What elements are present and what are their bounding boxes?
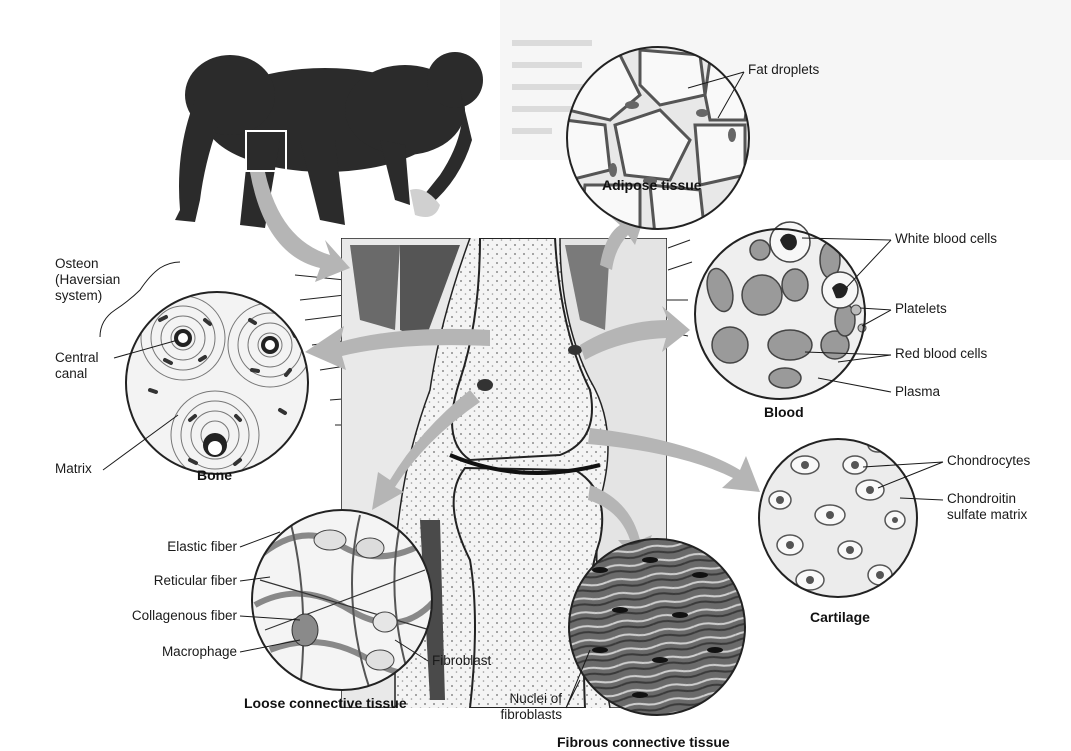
title-bone: Bone bbox=[197, 467, 232, 483]
title-blood: Blood bbox=[764, 404, 804, 420]
label-central-canal-line2: canal bbox=[55, 366, 99, 382]
label-white-blood-cells: White blood cells bbox=[895, 231, 997, 247]
label-central-canal-line1: Central bbox=[55, 350, 99, 366]
label-plasma: Plasma bbox=[895, 384, 940, 400]
label-osteon-line1: Osteon bbox=[55, 256, 120, 272]
label-chondroitin-line2: sulfate matrix bbox=[947, 507, 1027, 523]
label-fat-droplets: Fat droplets bbox=[748, 62, 819, 78]
label-matrix: Matrix bbox=[55, 461, 92, 477]
label-collagenous-fiber: Collagenous fiber bbox=[100, 608, 237, 624]
label-osteon-line3: system) bbox=[55, 288, 120, 304]
label-osteon-line2: (Haversian bbox=[55, 272, 120, 288]
title-fibrous-connective-tissue: Fibrous connective tissue bbox=[557, 734, 730, 750]
blood-circle bbox=[695, 222, 866, 399]
label-chondroitin-line1: Chondroitin bbox=[947, 491, 1027, 507]
label-osteon: Osteon (Haversian system) bbox=[55, 256, 120, 304]
label-platelets: Platelets bbox=[895, 301, 947, 317]
label-nuclei-of-fibroblasts: Nuclei of fibroblasts bbox=[470, 691, 562, 723]
label-reticular-fiber: Reticular fiber bbox=[100, 573, 237, 589]
loose-connective-tissue-circle bbox=[252, 510, 435, 690]
label-nuclei-line1: Nuclei of bbox=[470, 691, 562, 707]
label-nuclei-line2: fibroblasts bbox=[470, 707, 562, 723]
title-loose-connective-tissue: Loose connective tissue bbox=[244, 695, 407, 711]
chimpanzee-illustration bbox=[175, 52, 483, 228]
label-chondroitin-sulfate-matrix: Chondroitin sulfate matrix bbox=[947, 491, 1027, 523]
title-adipose-tissue: Adipose tissue bbox=[602, 177, 702, 193]
fibrous-connective-tissue-circle bbox=[569, 539, 745, 715]
label-chondrocytes: Chondrocytes bbox=[947, 453, 1030, 469]
label-fibroblast: Fibroblast bbox=[432, 653, 491, 669]
label-red-blood-cells: Red blood cells bbox=[895, 346, 987, 362]
title-cartilage: Cartilage bbox=[810, 609, 870, 625]
label-central-canal: Central canal bbox=[55, 350, 99, 382]
bone-circle bbox=[126, 292, 312, 479]
label-elastic-fiber: Elastic fiber bbox=[100, 539, 237, 555]
cartilage-circle bbox=[759, 438, 917, 597]
label-macrophage: Macrophage bbox=[100, 644, 237, 660]
